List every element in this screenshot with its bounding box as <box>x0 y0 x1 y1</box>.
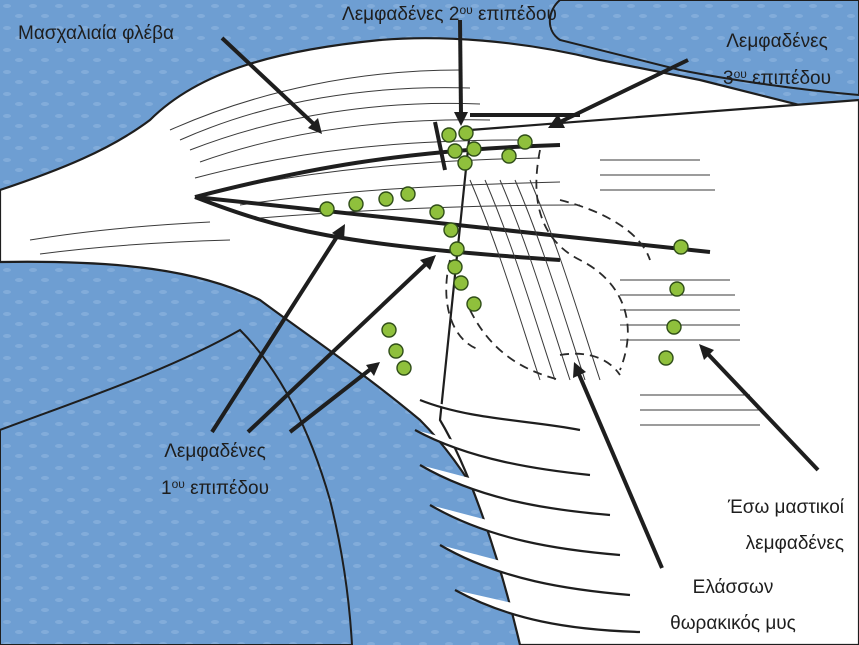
lymph-node <box>320 202 334 216</box>
lymph-node <box>454 276 468 290</box>
pec-minor-line1: Ελάσσων <box>648 576 818 600</box>
level-3-tail: επιπέδου <box>747 68 831 89</box>
label-level-3: Λεμφαδένες 3ου επιπέδου <box>712 30 842 91</box>
lymph-node <box>444 223 458 237</box>
lymph-node <box>467 142 481 156</box>
level-1-num: 1 <box>161 478 172 499</box>
pec-minor-line2: θωρακικός μυς <box>648 612 818 636</box>
lymph-node <box>674 240 688 254</box>
lymph-node <box>389 344 403 358</box>
lymph-node <box>401 187 415 201</box>
lymph-node <box>349 197 363 211</box>
internal-mammary-line2: λεμφαδένες <box>700 532 844 556</box>
lymph-node <box>450 242 464 256</box>
level-1-line2: 1ου επιπέδου <box>150 472 280 501</box>
lymph-node <box>448 144 462 158</box>
level-1-tail: επιπέδου <box>185 478 269 499</box>
lymph-node <box>659 351 673 365</box>
lymph-node <box>518 135 532 149</box>
lymph-node <box>448 260 462 274</box>
level-2-sup: ου <box>459 3 472 17</box>
lymph-node <box>379 192 393 206</box>
label-pec-minor: Ελάσσων θωρακικός μυς <box>648 576 818 636</box>
label-level-2: Λεμφαδένες 2ου επιπέδου <box>342 0 557 27</box>
lymph-node <box>382 323 396 337</box>
lymph-node <box>430 205 444 219</box>
lymph-node <box>442 128 456 142</box>
level-2-text: Λεμφαδένες 2 <box>342 4 459 25</box>
lymph-node <box>667 320 681 334</box>
level-3-num: 3 <box>723 68 734 89</box>
level-1-line1: Λεμφαδένες <box>150 440 280 464</box>
label-level-1: Λεμφαδένες 1ου επιπέδου <box>150 440 280 501</box>
label-internal-mammary: Έσω μαστικοί λεμφαδένες <box>700 496 844 556</box>
internal-mammary-line1: Έσω μαστικοί <box>700 496 844 520</box>
label-axillary-vein: Μασχαλιαία φλέβα <box>18 22 174 46</box>
arrow-level-2 <box>460 20 461 115</box>
level-2-tail: επιπέδου <box>473 4 557 25</box>
axillary-vein-text: Μασχαλιαία φλέβα <box>18 23 174 44</box>
level-1-sup: ου <box>172 477 185 491</box>
level-3-line2: 3ου επιπέδου <box>712 62 842 91</box>
level-3-line1: Λεμφαδένες <box>712 30 842 54</box>
lymph-node <box>670 282 684 296</box>
level-3-sup: ου <box>734 67 747 81</box>
lymph-node <box>459 126 473 140</box>
lymph-node <box>502 149 516 163</box>
lymph-node <box>458 156 472 170</box>
lymph-node <box>467 297 481 311</box>
lymph-node <box>397 361 411 375</box>
